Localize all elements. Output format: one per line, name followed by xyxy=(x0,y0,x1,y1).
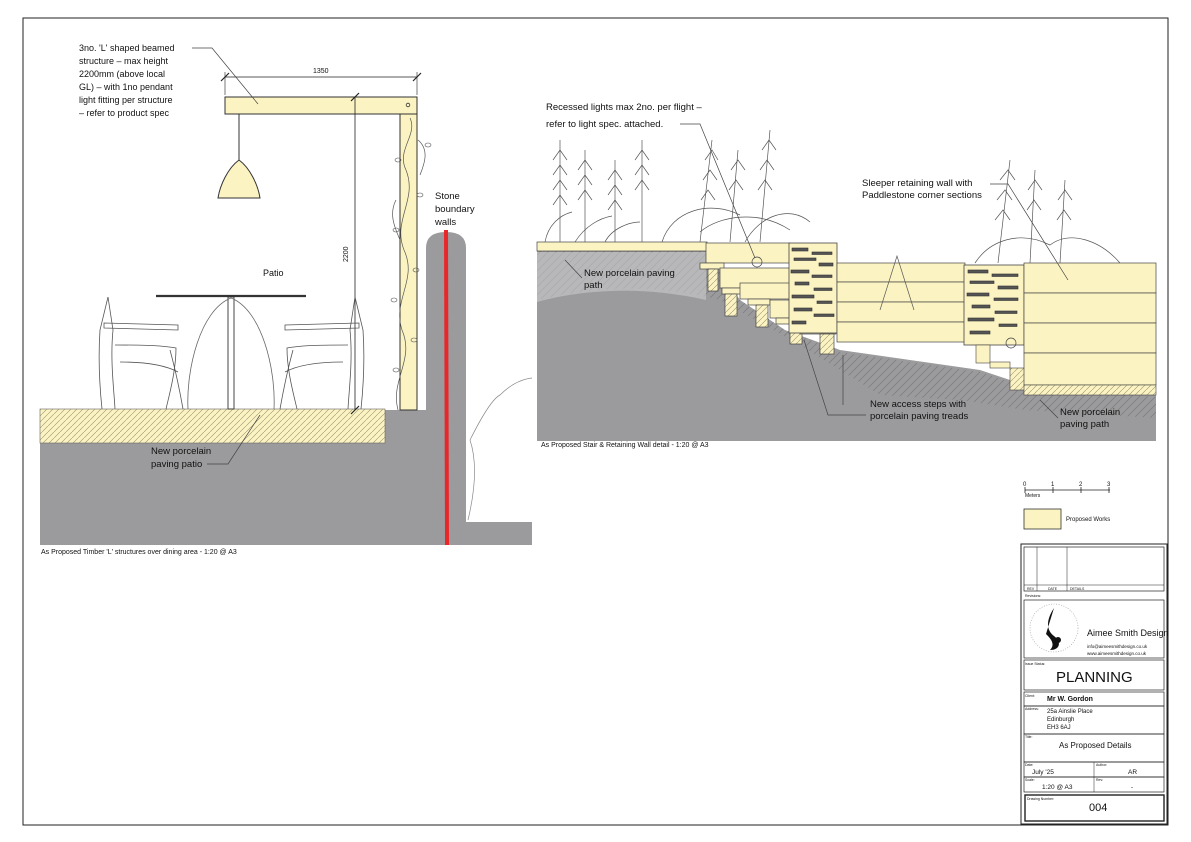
svg-text:0: 0 xyxy=(1023,482,1027,488)
recessed-light-icon xyxy=(1005,337,1017,349)
timber-structure-section: 2200 1350 3no. 'L xyxy=(39,43,533,556)
svg-text:Date:: Date: xyxy=(1025,763,1033,767)
access-steps-label: New access steps with porcelain paving t… xyxy=(870,399,969,422)
raised-bed-sleepers xyxy=(1023,262,1157,386)
lights-callout: Recessed lights max 2no. per flight – re… xyxy=(546,102,704,130)
pendant-light-icon xyxy=(217,159,261,199)
drawing-author: AR xyxy=(1128,769,1137,776)
height-dim-label: 2200 xyxy=(343,246,350,262)
sheet-border xyxy=(22,17,1169,826)
width-dim-label: 1350 xyxy=(313,68,329,75)
issue-status: PLANNING xyxy=(1056,669,1133,686)
access-steps-leader xyxy=(803,339,866,416)
svg-text:2: 2 xyxy=(1079,482,1083,488)
client-name: Mr W. Gordon xyxy=(1047,696,1093,703)
client-address: 25a Ainslie Place Edinburgh EH3 6AJ xyxy=(1047,709,1094,731)
paddlestone-courses-right xyxy=(966,269,1019,335)
svg-text:3: 3 xyxy=(1107,482,1111,488)
svg-text:DETAILS: DETAILS xyxy=(1070,587,1085,591)
sleeper-callout: Sleeper retaining wall with Paddlestone … xyxy=(862,178,982,201)
stair-retaining-section: Recessed lights max 2no. per flight – re… xyxy=(536,102,1157,449)
legend-label: Proposed Works xyxy=(1066,517,1110,523)
svg-text:Issue Status:: Issue Status: xyxy=(1025,662,1045,666)
access-steps xyxy=(699,242,837,355)
beams-callout: 3no. 'L' shaped beamed structure – max h… xyxy=(79,43,177,118)
paving-patio xyxy=(39,408,386,444)
left-section-caption: As Proposed Timber 'L' structures over d… xyxy=(41,549,237,556)
svg-text:Title:: Title: xyxy=(1025,735,1032,739)
chair-left-icon xyxy=(98,296,184,410)
stone-wall-label: Stone boundary walls xyxy=(434,191,477,228)
paving-patio-leader xyxy=(207,414,261,465)
right-section-caption: As Proposed Stair & Retaining Wall detai… xyxy=(541,442,709,449)
scale-bar: 0 1 2 3 Meters xyxy=(1023,482,1111,499)
svg-text:Address:: Address: xyxy=(1025,707,1039,711)
climber-icon xyxy=(392,117,426,411)
timber-post xyxy=(399,113,418,411)
logo-icon xyxy=(1046,608,1059,650)
scale-unit: Meters xyxy=(1025,493,1041,499)
company-name: Aimee Smith Design xyxy=(1087,628,1169,638)
drawing-date: July '25 xyxy=(1032,769,1054,776)
climber-leaves-icon xyxy=(390,142,432,373)
lights-leader xyxy=(680,123,756,259)
legend: Proposed Works xyxy=(1023,508,1110,530)
upper-paving-path xyxy=(536,241,708,252)
ground-beyond-wall xyxy=(466,522,532,545)
svg-text:REV: REV xyxy=(1027,587,1035,591)
sleeper-leader xyxy=(990,183,1069,281)
beams-leader xyxy=(192,47,259,105)
drawing-scale: 1:20 @ A3 xyxy=(1042,784,1073,791)
drawing-rev: - xyxy=(1131,784,1133,791)
title-block-text: REV DATE DETAILS Revisions: Aimee Smith … xyxy=(1025,587,1169,814)
shrub-outline xyxy=(467,377,533,521)
logo-ring-icon xyxy=(1029,603,1079,653)
svg-text:Rev:: Rev: xyxy=(1096,778,1103,782)
paving-patio-label: New porcelain paving patio xyxy=(151,446,214,470)
company-email: info@aimeesmithdesign.co.uk xyxy=(1087,644,1148,649)
drawing-number: 004 xyxy=(1089,802,1107,814)
lower-paving-path xyxy=(1023,384,1157,396)
lower-path-label: New porcelain paving path xyxy=(1060,407,1123,430)
title-block xyxy=(1020,543,1168,825)
timber-beam xyxy=(224,96,418,115)
svg-text:Scale:: Scale: xyxy=(1025,778,1035,782)
boundary-line xyxy=(444,229,449,546)
dining-table-frame xyxy=(187,297,275,410)
chair-right-icon xyxy=(279,296,365,410)
ground-mass-left xyxy=(40,410,426,545)
company-web: www.aimeesmithdesign.co.uk xyxy=(1087,651,1147,656)
svg-text:Drawing Number:: Drawing Number: xyxy=(1027,797,1054,801)
svg-text:Client:: Client: xyxy=(1025,694,1035,698)
drawing-title: As Proposed Details xyxy=(1059,741,1131,750)
height-dim-ticks xyxy=(350,92,360,415)
bolt-icon xyxy=(405,102,411,108)
recessed-light-icon xyxy=(751,256,763,268)
svg-text:DATE: DATE xyxy=(1048,587,1058,591)
dining-table-leg xyxy=(227,296,235,410)
upper-path-label: New porcelain paving path xyxy=(584,268,677,291)
sleeper-plant-sketch xyxy=(879,254,915,311)
svg-text:Author:: Author: xyxy=(1096,763,1107,767)
paddlestone-courses-left xyxy=(790,247,835,325)
legend-swatch xyxy=(1023,508,1062,530)
sleeper-retaining-wall xyxy=(836,262,966,343)
svg-text:1: 1 xyxy=(1051,482,1055,488)
planting-sketch-icon xyxy=(544,129,1121,264)
svg-text:Revisions:: Revisions: xyxy=(1025,594,1041,598)
patio-label: Patio xyxy=(263,268,284,278)
